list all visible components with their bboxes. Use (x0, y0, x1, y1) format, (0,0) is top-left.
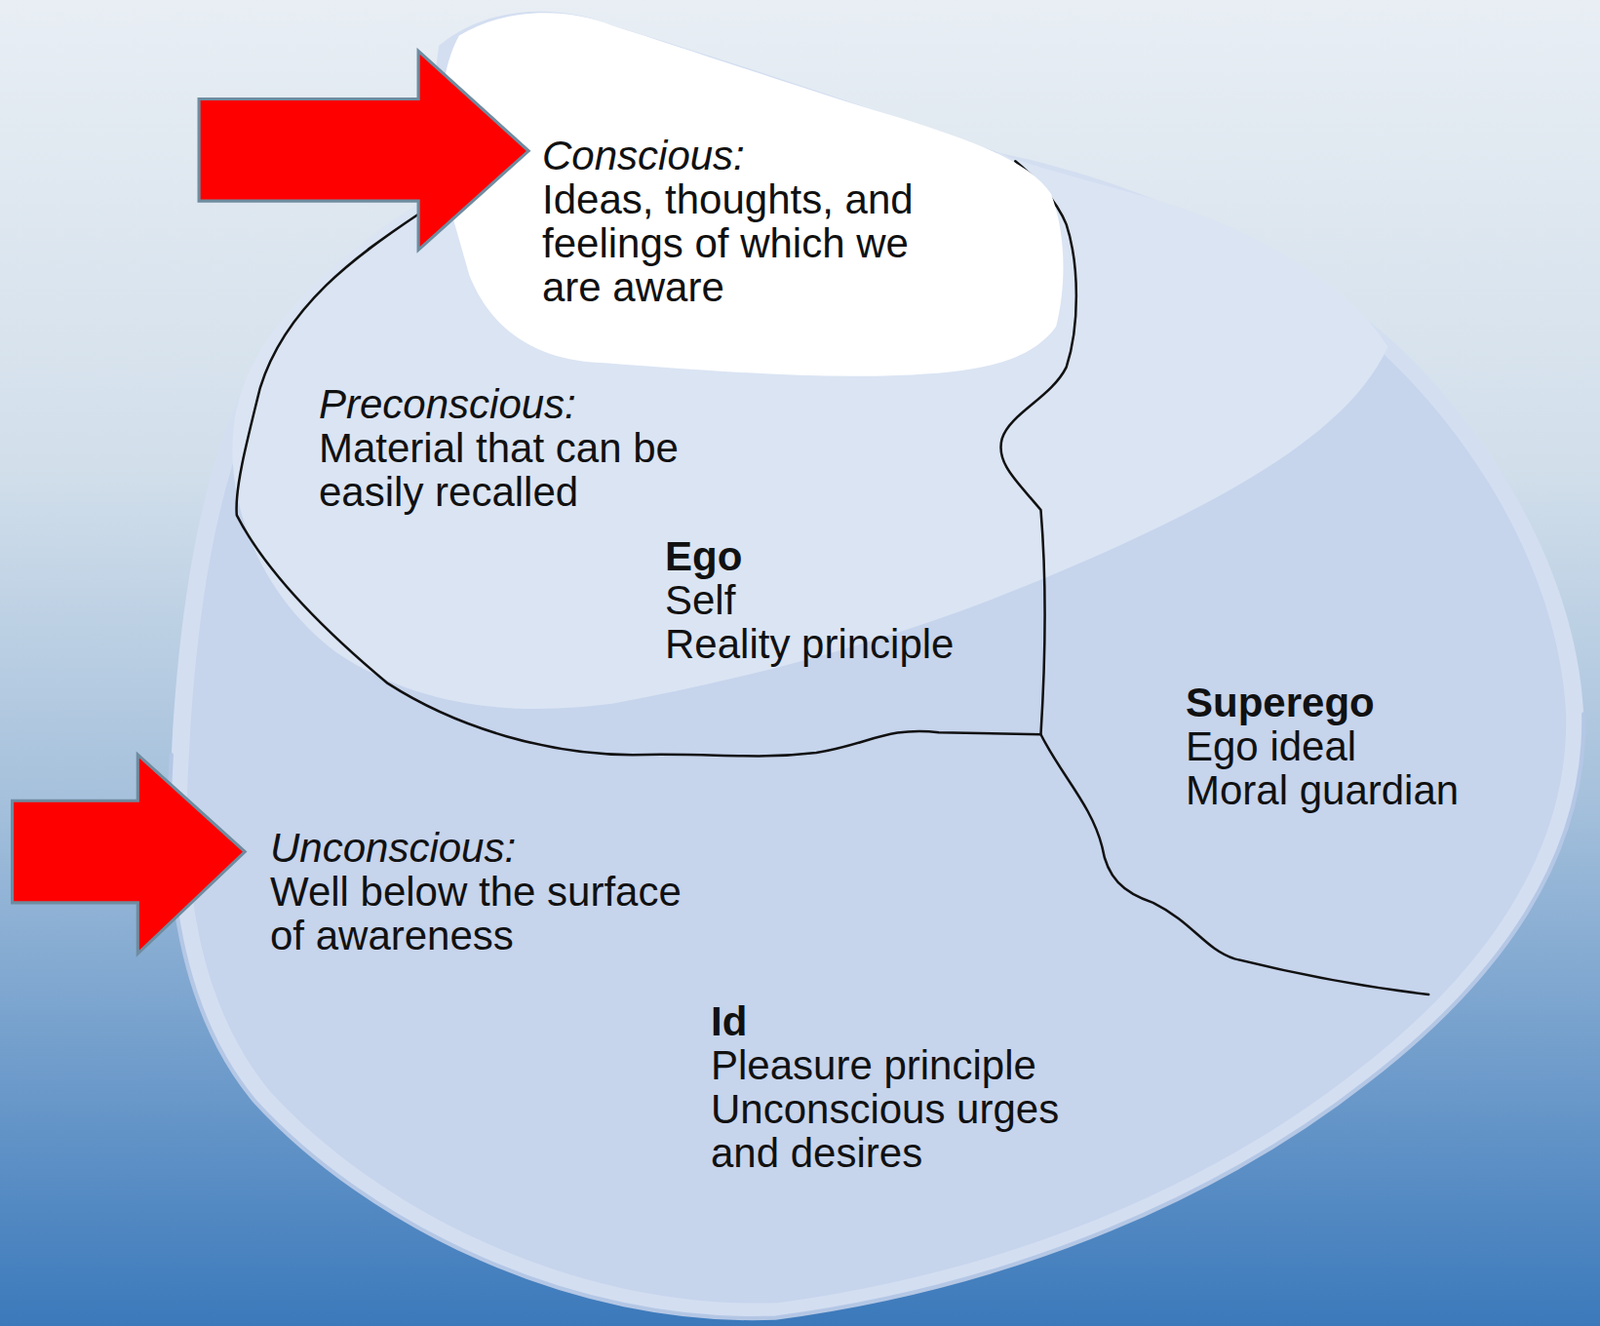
iceberg-tip (439, 12, 1063, 377)
structure-heading: Id (710, 999, 747, 1044)
structure-heading-holder: Id (710, 999, 747, 1044)
conscious-tip: Conscious:Ideas, thoughts, and feelings … (433, 2, 1070, 381)
structure-description: Unconscious urges and desires (710, 1087, 1092, 1175)
structure-heading-holder: Ego (664, 534, 742, 579)
region-heading-holder: Unconscious: (270, 825, 516, 870)
structure-heading: Superego (1185, 680, 1375, 725)
region-description-holder: Material that can be easily recalled (318, 426, 729, 514)
structure-description-holder: Ego ideal (1185, 724, 1357, 769)
region-description-holder: Well below the surface of awareness (270, 869, 700, 958)
iceberg-halo (169, 11, 1585, 1319)
red-arrow (198, 50, 529, 250)
structure-description: Reality principle (664, 622, 954, 666)
structure-description-holder: Self (664, 578, 736, 623)
id-region: Unconscious:Well below the surface of aw… (168, 819, 1588, 1322)
structure-description: Self (664, 578, 736, 623)
region-description: Well below the surface of awareness (270, 869, 700, 958)
region-description-holder: Ideas, thoughts, and feelings of which w… (542, 177, 933, 310)
iceberg-top-plate (232, 153, 1388, 709)
region-heading: Unconscious: (270, 825, 516, 870)
structure-description-holder: Reality principle (664, 622, 954, 666)
red-arrow (12, 754, 246, 954)
structure-description-holder: Unconscious urges and desires (710, 1087, 1092, 1175)
region-heading-holder: Preconscious: (318, 382, 577, 427)
region-heading: Preconscious: (318, 382, 577, 427)
iceberg-body (187, 29, 1566, 1304)
structure-description-holder: Moral guardian (1185, 768, 1459, 813)
structure-description: Pleasure principle (710, 1043, 1037, 1088)
region-heading-holder: Conscious: (542, 133, 745, 178)
region-description: Material that can be easily recalled (318, 426, 729, 514)
structure-description: Moral guardian (1185, 768, 1459, 813)
structure-heading: Ego (664, 534, 742, 579)
region-heading: Conscious: (542, 133, 745, 178)
structure-description: Ego ideal (1185, 724, 1357, 769)
iceberg-rim (169, 713, 1585, 1319)
structure-heading-holder: Superego (1185, 680, 1375, 725)
structure-description-holder: Pleasure principle (710, 1043, 1037, 1088)
superego-region: SuperegoEgo idealMoral guardian (1041, 306, 1588, 995)
superego-region-outline (1041, 306, 1588, 995)
region-description: Ideas, thoughts, and feelings of which w… (542, 177, 933, 310)
